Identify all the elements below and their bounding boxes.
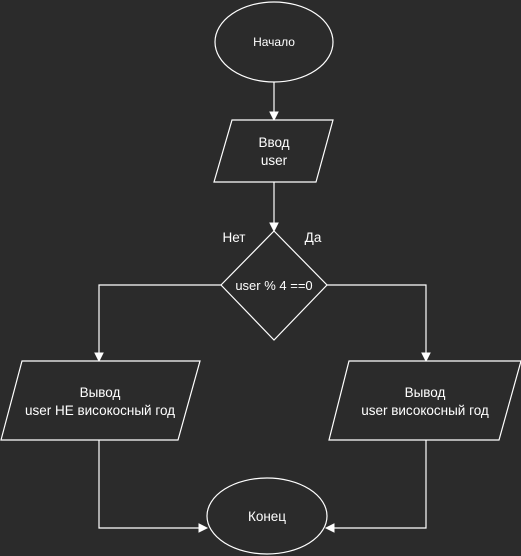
input-parallelogram	[213, 119, 334, 183]
output-yes-parallelogram	[328, 360, 521, 441]
output-no-label-line1: Вывод	[80, 385, 121, 400]
branch-yes-label: Да	[305, 230, 322, 245]
input-node: Ввод user	[213, 119, 334, 183]
input-label-line2: user	[261, 153, 288, 168]
arrowhead-decision-to-output-no	[94, 352, 104, 363]
edge-decision-to-output-yes	[327, 284, 427, 355]
edge-decision-to-output-no	[98, 284, 221, 355]
edge-output-no-to-end	[98, 440, 201, 529]
arrowhead-output-no-to-end	[198, 523, 209, 533]
output-yes-node: Вывод user високосный год	[328, 360, 521, 441]
decision-node: user % 4 ==0	[220, 230, 328, 341]
output-no-label-line2: user НЕ високосный год	[25, 403, 175, 418]
output-no-node: Вывод user НЕ високосный год	[0, 360, 201, 441]
end-node: Конец	[206, 477, 328, 555]
start-ellipse	[214, 1, 334, 83]
arrowhead-decision-to-output-yes	[421, 352, 431, 363]
decision-label: user % 4 ==0	[235, 278, 312, 293]
edges	[94, 82, 431, 533]
start-label: Начало	[253, 35, 295, 49]
output-yes-label-line2: user високосный год	[361, 403, 489, 418]
output-no-parallelogram	[0, 360, 201, 441]
edge-output-yes-to-end	[332, 440, 427, 529]
arrowhead-input-to-decision	[269, 222, 279, 233]
input-label-line1: Ввод	[258, 135, 289, 150]
end-label: Конец	[248, 509, 286, 524]
output-yes-label-line1: Вывод	[405, 385, 446, 400]
end-ellipse	[206, 477, 328, 555]
branch-no-label: Нет	[223, 230, 246, 245]
decision-diamond	[220, 230, 328, 341]
arrowhead-output-yes-to-end	[324, 523, 335, 533]
start-node: Начало	[214, 1, 334, 83]
arrowhead-start-to-input	[269, 111, 279, 122]
